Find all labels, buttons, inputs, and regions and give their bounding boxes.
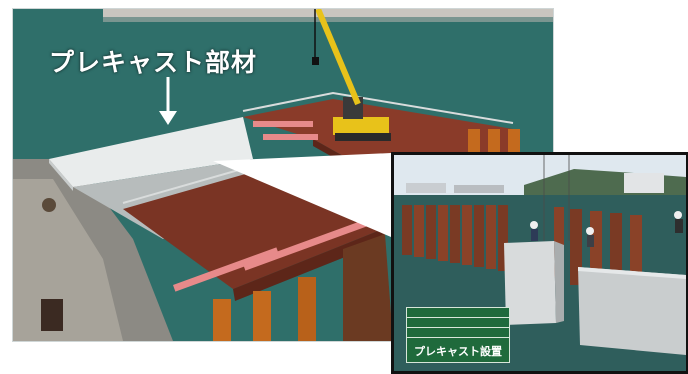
railing-back [242,91,514,124]
crawler-crane [333,117,389,135]
steel-pile [213,299,231,341]
construction-3d-model [13,9,553,341]
distant-shore [103,9,553,17]
construction-photo-board: プレキャスト設置 [406,307,510,363]
precast-member-label: プレキャスト部材 [49,48,258,77]
precast-block-left [504,241,556,325]
worker [530,221,538,229]
crane-tracks [335,133,391,141]
precast-member [49,117,253,187]
steel-beam [173,247,279,292]
label-arrow-head [159,111,177,125]
site-photo: プレキャスト設置 [391,152,688,374]
bim-3d-model-view: プレキャスト部材 [12,8,554,342]
callout-pointer [213,153,391,237]
crane-hook [312,57,319,65]
photo-board-title: プレキャスト設置 [414,345,502,358]
crane-boom [315,9,361,106]
point-cloud-object [42,198,56,212]
mooring-bollard [41,299,63,331]
precast-block-right [578,267,686,355]
crane-cab [343,97,363,119]
